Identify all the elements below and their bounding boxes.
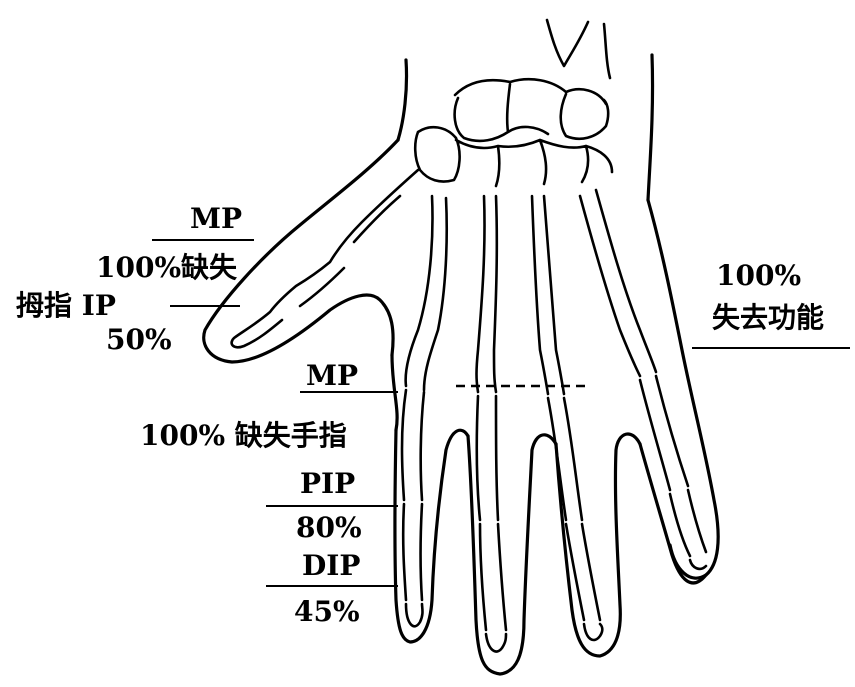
index-bones: [402, 196, 447, 626]
dip-value-label: 45%: [294, 598, 360, 626]
middle-bones: [477, 196, 507, 652]
finger-mp-label: MP: [306, 362, 358, 390]
radius-bone: [547, 20, 588, 66]
thumb-ip-label: 拇指 IP: [16, 292, 116, 320]
thumb-mp-loss-label: 100%缺失: [96, 254, 237, 282]
hand-loss-value-label: 100%: [716, 262, 801, 290]
forearm-outline-right: [648, 55, 653, 200]
carpal-bones: [415, 79, 612, 186]
ulna-bone: [604, 24, 610, 78]
thumb-mp-label: MP: [190, 205, 242, 233]
hand-loss-text-label: 失去功能: [712, 304, 824, 332]
finger-mp-loss-label: 100% 缺失手指: [140, 422, 347, 450]
pip-label: PIP: [300, 470, 355, 498]
little-finger-outline: [640, 444, 706, 583]
pip-value-label: 80%: [296, 514, 362, 542]
thumb-ip-value-label: 50%: [106, 326, 172, 354]
dip-label: DIP: [302, 552, 360, 580]
forearm-outline: [398, 60, 407, 140]
